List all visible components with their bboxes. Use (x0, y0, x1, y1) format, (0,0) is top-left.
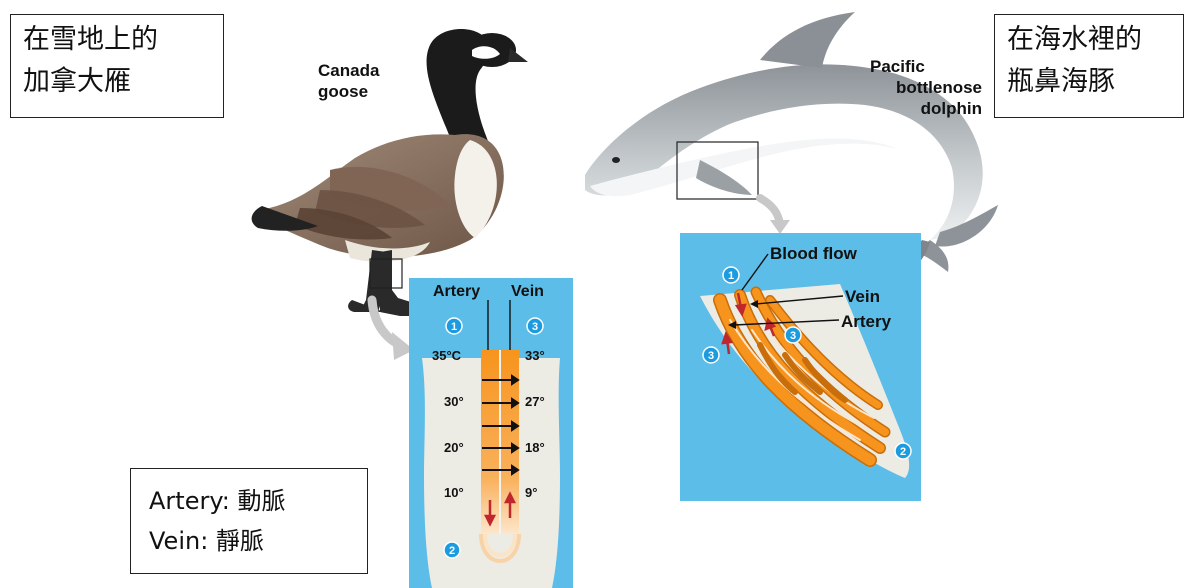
goose-vein-label: Vein (511, 283, 544, 300)
svg-text:2: 2 (900, 446, 906, 458)
vein-temp-3: 9° (525, 485, 537, 500)
dolphin-artery-label: Artery (841, 312, 892, 331)
legend-vein: Vein: 靜脈 (149, 521, 349, 561)
legend-artery: Artery: 動脈 (149, 481, 349, 521)
goose-name-line1: Canada (318, 60, 379, 81)
svg-text:3: 3 (532, 321, 538, 333)
goose-marker-3: 3 (527, 318, 543, 334)
dolphin-vein-label: Vein (845, 287, 880, 306)
dolphin-marker-2: 2 (895, 443, 911, 459)
vein-temp-0: 33° (525, 348, 545, 363)
svg-text:1: 1 (451, 321, 457, 333)
goose-name-label: Canada goose (318, 60, 379, 102)
svg-text:1: 1 (728, 270, 734, 282)
goose-artery-label: Artery (433, 283, 480, 300)
goose-marker-1: 1 (446, 318, 462, 334)
artery-temp-2: 20° (444, 440, 464, 455)
svg-text:3: 3 (708, 350, 714, 362)
artery-temp-0: 35°C (432, 348, 462, 363)
dolphin-name-line2: bottlenose (870, 77, 982, 98)
dolphin-marker-3b: 3 (703, 347, 719, 363)
goose-illustration (252, 29, 528, 316)
vein-temp-1: 27° (525, 394, 545, 409)
svg-text:3: 3 (790, 330, 796, 342)
artery-temp-1: 30° (444, 394, 464, 409)
dolphin-marker-3a: 3 (785, 327, 801, 343)
dolphin-marker-1: 1 (723, 267, 739, 283)
dolphin-blood-flow-label: Blood flow (770, 244, 858, 263)
goose-marker-2: 2 (444, 542, 460, 558)
dolphin-name-line3: dolphin (870, 98, 982, 119)
dolphin-name-line1: Pacific (870, 56, 982, 77)
vein-temp-2: 18° (525, 440, 545, 455)
dolphin-name-label: Pacific bottlenose dolphin (870, 56, 982, 119)
artery-temp-3: 10° (444, 485, 464, 500)
legend-box: Artery: 動脈 Vein: 靜脈 (130, 468, 368, 574)
svg-text:2: 2 (449, 545, 455, 557)
goose-name-line2: goose (318, 81, 379, 102)
